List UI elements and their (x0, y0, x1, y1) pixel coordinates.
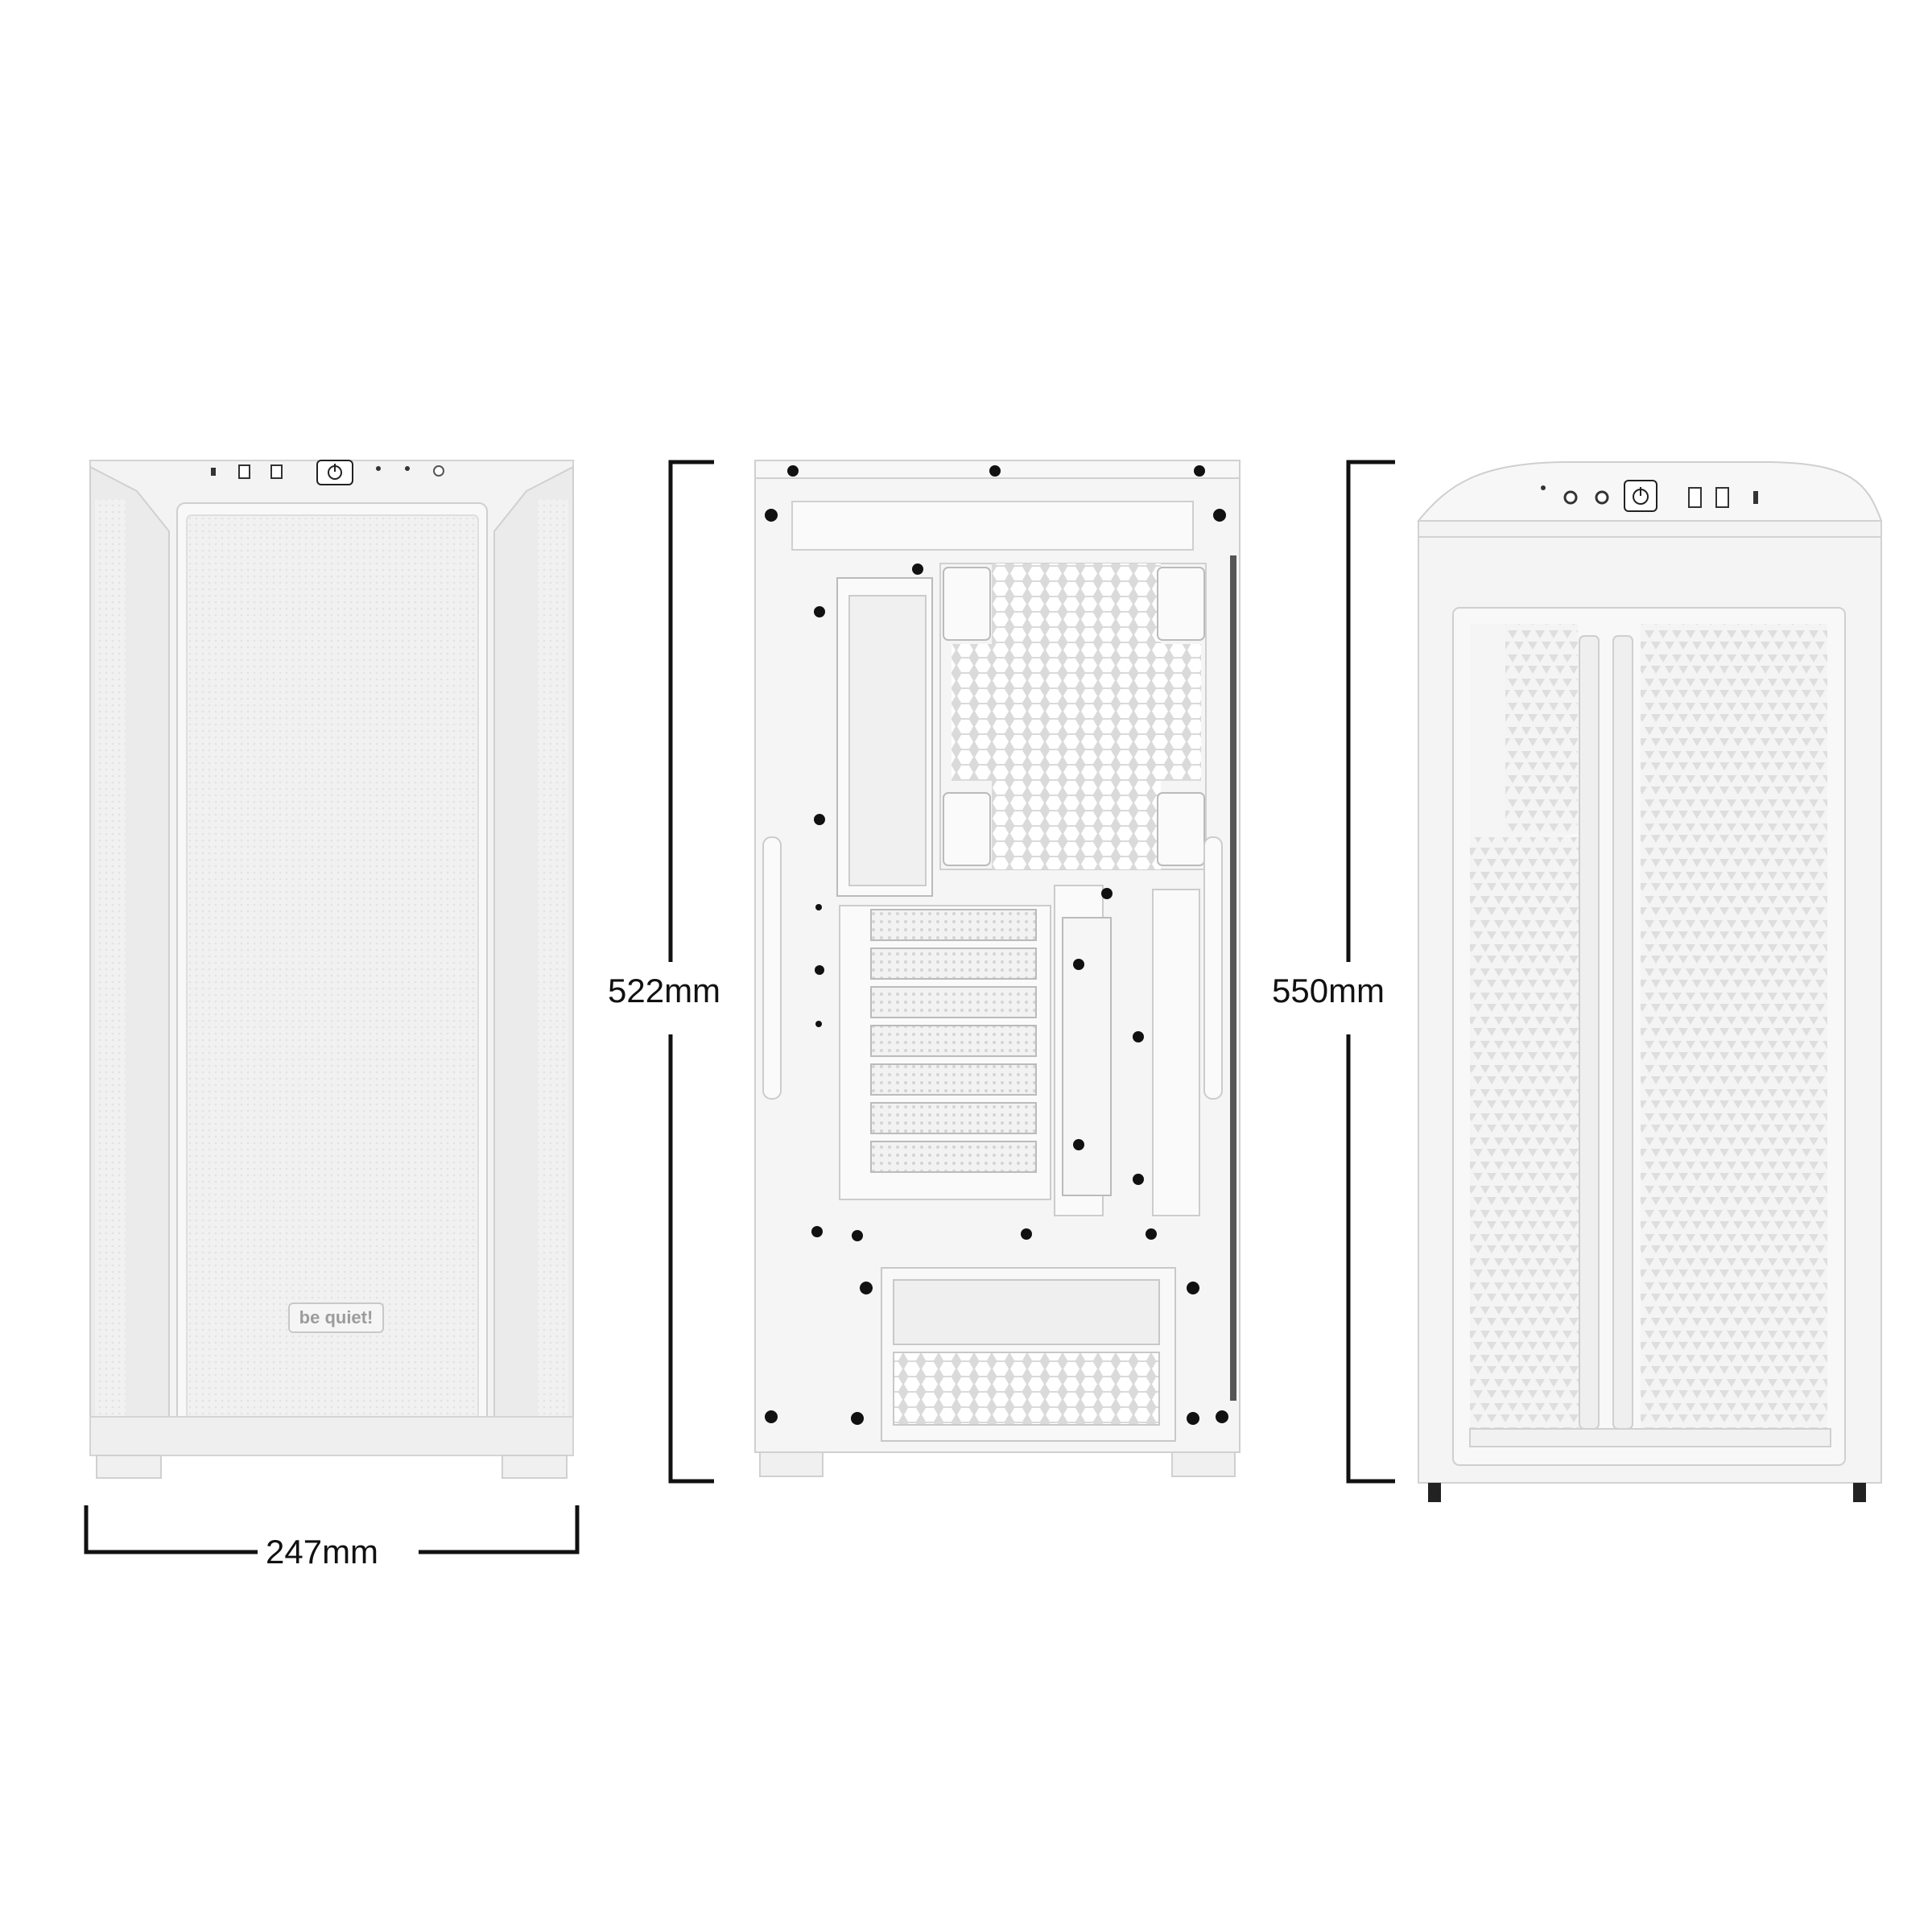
expansion-slot-covers (870, 909, 1037, 1173)
usb-port (1688, 487, 1702, 508)
power-icon (316, 460, 353, 485)
usb-port (270, 464, 283, 479)
brand-logo: be quiet! (288, 1302, 384, 1333)
usb-c-port (1753, 491, 1758, 504)
rear-height-label: 522mm (608, 972, 721, 1009)
width-dimension-line (84, 1505, 580, 1554)
side-front-view-case (1416, 461, 1883, 1502)
front-height-dimension-line (1346, 460, 1395, 1484)
rear-height-dimension-line (668, 460, 714, 1484)
width-label: 247mm (266, 1533, 379, 1571)
front-height-label: 550mm (1272, 972, 1385, 1009)
power-icon (1624, 480, 1657, 512)
screws (765, 465, 1228, 1425)
usb-port (238, 464, 250, 479)
front-view-case (89, 460, 575, 1479)
usb-port (1715, 487, 1729, 508)
usb-port (211, 468, 216, 476)
rear-view-case (754, 460, 1241, 1477)
